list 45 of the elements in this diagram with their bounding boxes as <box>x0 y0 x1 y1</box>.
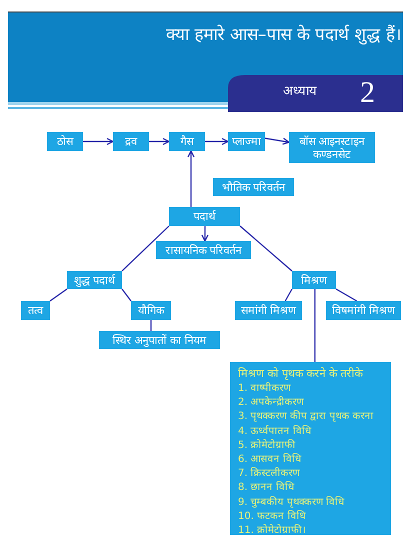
chapter-number: 2 <box>360 75 375 111</box>
list-item: 5. क्रोमेटोग्राफी <box>238 438 297 453</box>
list-heading: मिश्रण को पृथक करने के तरीके <box>238 366 364 382</box>
list-item: 6. आसवन विधि <box>238 453 302 467</box>
connector-line <box>336 288 358 302</box>
list-item: 11. क्रोमेटोग्राफी। <box>238 524 308 538</box>
list-item: 1. वाष्पीकरण <box>238 382 292 396</box>
state-box: द्रव <box>113 132 149 151</box>
state-box: बॉस आइनस्टाइन कण्डनसेट <box>289 132 375 163</box>
list-item: 10. फटकन विधि <box>238 510 307 524</box>
connector-line <box>314 289 316 362</box>
connector-line <box>284 288 293 302</box>
concept-box: विषमांगी मिश्रण <box>326 301 401 320</box>
connector-line <box>240 226 292 272</box>
methods-box <box>230 362 391 535</box>
concept-box: तत्व <box>21 301 50 320</box>
concept-box: भौतिक परिवर्तन <box>213 178 294 196</box>
state-box: प्लाज्मा <box>228 132 265 151</box>
state-box: ठोस <box>47 132 83 151</box>
concept-box: पदार्थ <box>169 207 240 226</box>
list-item: 3. पृथक्करण कीप द्वारा पृथक करना <box>238 410 374 424</box>
list-item: 9. चुम्बकीय पृथक्करण विधि <box>238 496 346 510</box>
arrow <box>83 138 114 146</box>
concept-box: यौगिक <box>131 301 171 320</box>
arrow <box>264 138 290 145</box>
connector-line <box>122 226 170 272</box>
list-item: 8. छानन विधि <box>238 481 296 496</box>
connector-line <box>150 320 152 331</box>
arrow <box>201 226 209 242</box>
chapter-label: अध्याय <box>283 83 317 101</box>
arrow <box>187 150 195 207</box>
concept-box: स्थिर अनुपातों का नियम <box>99 331 220 349</box>
arrow <box>205 138 229 146</box>
arrow <box>149 138 170 146</box>
connector-line <box>122 288 132 302</box>
list-item: 4. ऊर्ध्वपातन विधि <box>238 424 312 439</box>
connector-line <box>50 288 68 302</box>
list-item: 2. अपकेन्द्रीकरण <box>238 396 305 410</box>
state-box: गैस <box>169 132 205 151</box>
chapter-title: क्या हमारे आस–पास के पदार्थ शुद्ध हैं। <box>166 24 401 45</box>
concept-box: शुद्ध पदार्थ <box>67 271 122 289</box>
concept-box: समांगी मिश्रण <box>235 301 302 320</box>
concept-box: मिश्रण <box>292 271 336 289</box>
list-item: 7. क्रिस्टलीकरण <box>238 467 301 481</box>
concept-box: रासायनिक परिवर्तन <box>156 241 251 259</box>
